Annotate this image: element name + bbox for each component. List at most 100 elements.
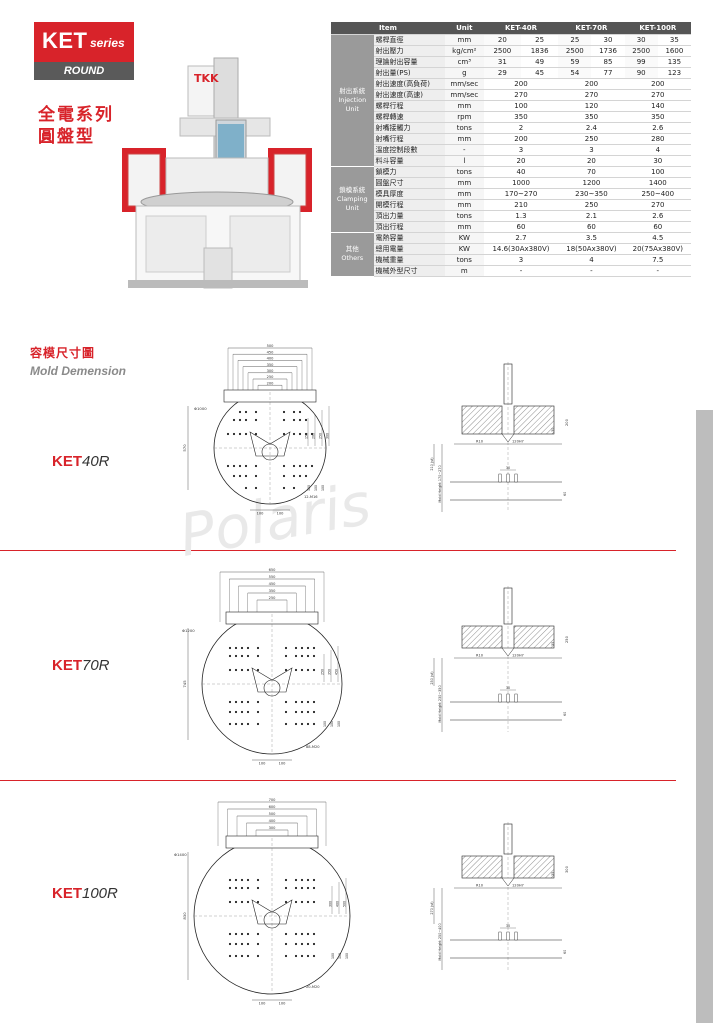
spec-value: 350 <box>483 111 559 123</box>
tapped-hole <box>240 668 244 672</box>
dimension-label: 270 (st) <box>430 901 434 915</box>
mold-title-en: Mold Demension <box>30 364 127 378</box>
platen-top-block <box>225 611 319 625</box>
tapped-hole <box>282 474 286 478</box>
spec-item-name: 總用電量 <box>373 243 445 255</box>
tapped-hole <box>304 474 308 478</box>
dimension-label: 500 <box>269 812 277 816</box>
tapped-hole <box>306 932 310 936</box>
tapped-hole <box>298 432 302 436</box>
spec-value: 99 <box>624 56 658 68</box>
tapped-hole <box>228 646 232 650</box>
tapped-hole <box>284 654 288 658</box>
tapped-hole <box>312 668 316 672</box>
tapped-hole <box>234 710 238 714</box>
spec-item-name: 料斗容量 <box>373 155 445 167</box>
tapped-hole <box>228 654 232 658</box>
machine-illustration: TKK <box>122 57 312 289</box>
spec-item-unit: mm/sec <box>444 78 484 90</box>
tapped-hole <box>312 932 316 936</box>
tapped-hole <box>294 722 298 726</box>
tapped-hole <box>256 942 260 946</box>
page-title: 全電系列 圓盤型 <box>38 104 114 148</box>
tapped-hole <box>300 722 304 726</box>
dimension-label: 250 <box>321 669 325 675</box>
tapped-hole <box>312 654 316 658</box>
spec-value: 270 <box>624 89 691 101</box>
dimension-label: 100 <box>345 953 349 959</box>
tapped-hole <box>292 418 296 422</box>
dimension-label: 100 <box>307 485 311 491</box>
tapped-hole <box>246 700 250 704</box>
tapped-hole <box>284 878 288 882</box>
spec-value: 18(50Ax380V) <box>558 243 625 255</box>
spec-value: 60 <box>624 221 691 233</box>
ejector-pin <box>514 473 518 483</box>
dimension-label: 100 <box>337 721 341 727</box>
spec-value: 135 <box>657 56 691 68</box>
tapped-hole <box>256 700 260 704</box>
tapped-hole <box>284 646 288 650</box>
spec-item-unit: tons <box>444 166 484 178</box>
spec-item-name: 射出壓力 <box>373 45 445 57</box>
tapped-hole <box>256 886 260 890</box>
dimension-label: Φ1000 <box>194 406 207 411</box>
tapped-hole <box>254 410 258 414</box>
tapped-hole <box>246 710 250 714</box>
tapped-hole <box>256 932 260 936</box>
spec-value: - <box>483 265 559 277</box>
tapped-hole <box>246 654 250 658</box>
spec-item-unit: m <box>444 265 484 277</box>
dimension-label: 350 <box>328 669 332 675</box>
tapped-hole <box>294 942 298 946</box>
tapped-hole <box>228 932 232 936</box>
dimension-label: 650 <box>269 568 277 572</box>
tapped-hole <box>228 700 232 704</box>
tapped-hole <box>256 646 260 650</box>
header-ket40r: KET-40R <box>483 22 559 35</box>
tapped-hole <box>238 432 242 436</box>
tapped-hole <box>282 410 286 414</box>
spec-item-name: 頂出力量 <box>373 210 445 222</box>
tapped-hole <box>244 432 248 436</box>
spec-item-name: 圓盤尺寸 <box>373 177 445 189</box>
spec-value: 20 <box>558 155 625 167</box>
ejector-pin <box>506 931 510 941</box>
tapped-hole <box>312 722 316 726</box>
tapped-hole <box>240 722 244 726</box>
tapped-hole <box>304 418 308 422</box>
tapped-hole <box>240 710 244 714</box>
tapped-hole <box>300 900 304 904</box>
model-number: 100R <box>82 885 118 902</box>
spec-value: 123 <box>657 67 691 79</box>
spec-category-name-en1: Others <box>341 254 364 262</box>
tapped-hole <box>284 668 288 672</box>
spec-value: 31 <box>483 56 521 68</box>
tapped-hole <box>232 474 236 478</box>
dimension-label: 100 <box>331 953 335 959</box>
spec-value: 40 <box>483 166 559 178</box>
tapped-hole <box>312 700 316 704</box>
spec-value: 25 <box>558 34 592 46</box>
spec-value: 140 <box>624 100 691 112</box>
spec-value: 350 <box>558 111 625 123</box>
dimension-label: 450 <box>335 669 339 675</box>
dimension-label: 250 <box>565 635 569 643</box>
tapped-hole <box>240 942 244 946</box>
tapped-hole <box>234 722 238 726</box>
dimension-label: 250 <box>269 596 277 600</box>
spec-value: 250 <box>558 133 625 145</box>
dimension-label: 20-M20 <box>306 985 320 989</box>
tapped-hole <box>240 900 244 904</box>
spec-category-name-en1: Clamping <box>336 194 368 203</box>
tapped-hole <box>240 654 244 658</box>
spec-value: 1400 <box>624 177 691 189</box>
